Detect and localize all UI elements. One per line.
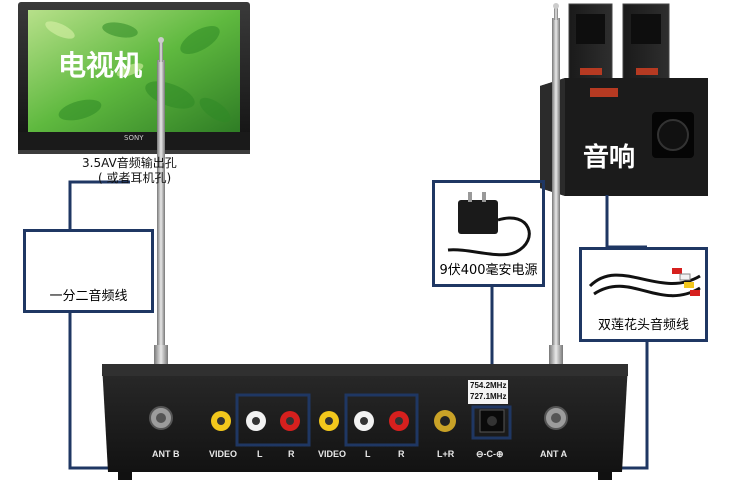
tv-label: 电视机 (58, 49, 143, 82)
right-2-label: R (398, 449, 405, 459)
tv-headphone-jack-note: ( 或者耳机孔) (98, 171, 172, 185)
l-plus-r-label: L+R (437, 449, 455, 459)
antenna-a (549, 3, 563, 413)
cable-3-5-to-rca-label: 一分二音频线 (49, 289, 128, 304)
tv-audio-output-label: 3.5AV音频输出孔 (82, 156, 177, 170)
frequency-1-label: 754.2MHz (470, 381, 507, 390)
right-1-label: R (288, 449, 295, 459)
dc-polarity-label: ⊖-C-⊕ (476, 449, 504, 459)
power-adapter-label: 9伏400毫安电源 (439, 263, 538, 278)
left-2-label: L (365, 449, 371, 459)
left-1-label: L (257, 449, 263, 459)
cable-3-5-to-rca-callout: 一分二音频线 (23, 229, 154, 313)
receiver (102, 364, 628, 480)
video-2-label: VIDEO (318, 449, 347, 459)
rca-cable-callout: 双莲花头音频线 (579, 247, 708, 342)
rca-cable-drawing (588, 268, 701, 298)
tv (18, 2, 250, 154)
frequency-2-label: 727.1MHz (470, 392, 507, 401)
rca-cable-label: 双莲花头音频线 (597, 318, 689, 333)
tv-brand-logo: SONY (124, 134, 144, 142)
power-adapter-callout: 9伏400毫安电源 (432, 180, 545, 287)
video-1-label: VIDEO (209, 449, 238, 459)
ant-a-label: ANT A (540, 449, 568, 459)
power-adapter-drawing (447, 192, 531, 257)
ant-b-label: ANT B (152, 449, 180, 459)
speaker-system (540, 3, 708, 196)
speaker-label: 音响 (583, 143, 636, 173)
